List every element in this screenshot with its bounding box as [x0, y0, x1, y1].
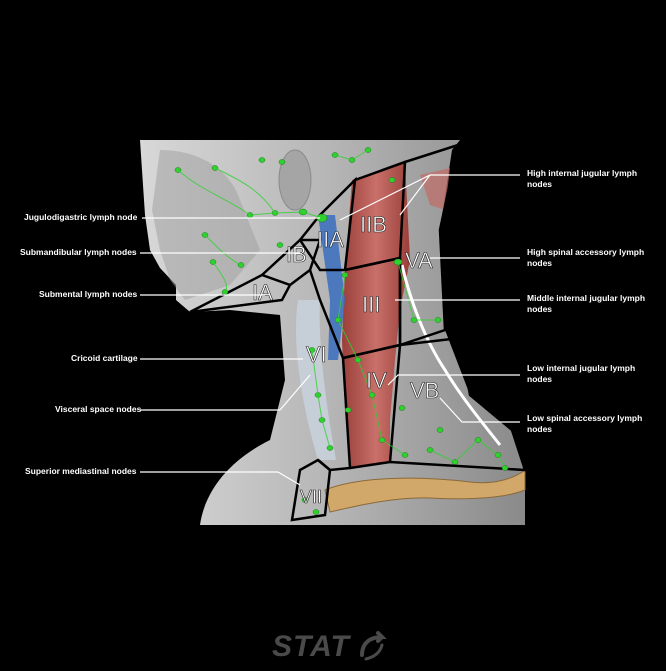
level-iv-label: IV: [366, 368, 387, 393]
sternocleidomastoid-muscle: [342, 162, 410, 468]
lymph-vessels: [177, 149, 506, 469]
level-iib-label: IIB: [360, 212, 387, 237]
clavicle: [324, 468, 526, 513]
label-submandibular: Submandibular lymph nodes: [20, 247, 137, 257]
level-ib-label: IB: [286, 242, 307, 267]
level-iia-label: IIA: [317, 227, 344, 252]
label-middle-internal-jugular: Middle internal jugular lymph nodes: [527, 293, 646, 314]
level-vii-label: VII: [300, 487, 322, 507]
label-cricoid: Cricoid cartilage: [71, 353, 138, 363]
leader-lines: [140, 174, 520, 486]
stat-logo-icon: [359, 631, 387, 661]
ear: [278, 149, 312, 211]
spinal-accessory-nerve: [400, 264, 502, 446]
level-vb-label: VB: [410, 378, 439, 403]
stat-logo-text: STAT: [272, 630, 350, 663]
label-high-spinal-accessory: High spinal accessory lymph nodes: [527, 247, 645, 268]
face-shading: [152, 150, 260, 300]
label-low-spinal-accessory: Low spinal accessory lymph nodes: [527, 413, 643, 434]
label-superior-mediastinal: Superior mediastinal nodes: [25, 466, 137, 476]
level-iii-label: III: [362, 292, 380, 317]
stat-logo: STAT: [272, 630, 388, 664]
level-vi-label: VI: [306, 342, 327, 367]
label-submental: Submental lymph nodes: [39, 289, 138, 299]
jugular-vessel: [318, 215, 345, 360]
label-low-internal-jugular: Low internal jugular lymph nodes: [527, 363, 636, 384]
label-visceral: Visceral space nodes: [55, 404, 142, 414]
label-jugulodigastric: Jugulodigastric lymph node: [24, 212, 138, 222]
level-ia-label: IA: [252, 280, 273, 305]
label-high-internal-jugular: High internal jugular lymph nodes: [527, 168, 638, 189]
level-va-label: VA: [405, 248, 433, 273]
level-outlines: [189, 143, 527, 522]
